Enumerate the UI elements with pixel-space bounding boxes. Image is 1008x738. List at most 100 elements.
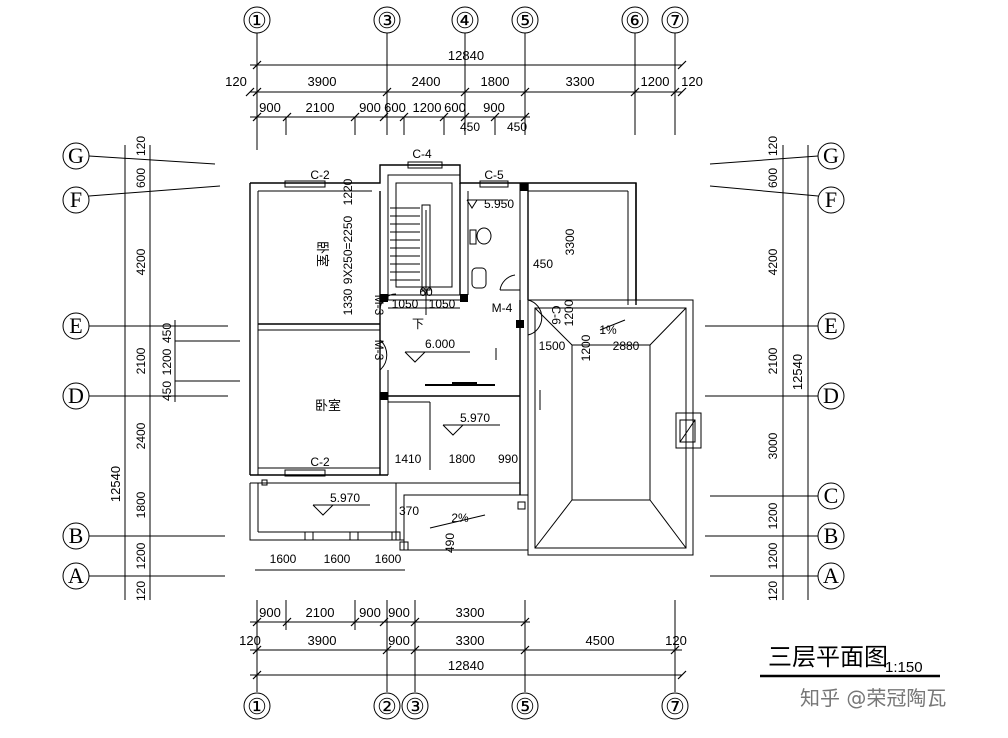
svg-text:3300: 3300 — [563, 228, 577, 255]
label-down: 下 — [412, 317, 424, 331]
axis-right-G: G — [823, 143, 839, 168]
dim-bot-r1-3: 900 — [388, 605, 410, 620]
svg-text:120: 120 — [134, 581, 148, 601]
dim-top-r3b-0: 450 — [460, 120, 480, 134]
elev-5970-a: 5.970 — [460, 411, 490, 425]
svg-text:450: 450 — [160, 323, 174, 343]
svg-text:60: 60 — [419, 285, 433, 299]
axis-right-C: C — [824, 483, 839, 508]
dim-top-total: 12840 — [448, 48, 484, 63]
axis-right-D: D — [823, 383, 839, 408]
elev-5950: 5.950 — [484, 197, 514, 211]
svg-text:2400: 2400 — [134, 422, 148, 449]
dim-top-r2-1: 3900 — [308, 74, 337, 89]
svg-text:490: 490 — [443, 533, 457, 553]
svg-text:1600: 1600 — [375, 552, 402, 566]
dim-bot-r2-3: 3300 — [456, 633, 485, 648]
axis-bot-2: ② — [377, 694, 397, 719]
svg-text:1200: 1200 — [160, 348, 174, 375]
left-axis: G F E D B A 12540 120 600 4200 2100 2400… — [62, 136, 240, 601]
svg-text:1200: 1200 — [766, 542, 780, 569]
dim-bot-r2-4: 4500 — [586, 633, 615, 648]
dim-top-r2-4: 3300 — [566, 74, 595, 89]
dim-top-r2-0: 120 — [225, 74, 247, 89]
svg-text:4200: 4200 — [134, 248, 148, 275]
axis-left-D: D — [68, 383, 84, 408]
title-block: 三层平面图 1:150 知乎 @荣冠陶瓦 — [760, 643, 946, 710]
dim-bot-r1-0: 900 — [259, 605, 281, 620]
axis-bot-3: ③ — [405, 694, 425, 719]
dim-bot-total: 12840 — [448, 658, 484, 673]
drawing-scale: 1:150 — [885, 659, 923, 676]
axis-left-A: A — [68, 563, 84, 588]
dim-top-r2-3: 1800 — [481, 74, 510, 89]
right-axis: G F E D C B A 12540 120 600 4200 2100 30… — [705, 136, 845, 601]
label-m3a: M-3 — [372, 295, 386, 316]
dim-top-r3-5: 600 — [444, 100, 466, 115]
svg-text:120: 120 — [766, 136, 780, 156]
dim-bot-r1-2: 900 — [359, 605, 381, 620]
dim-top-r3-4: 1200 — [413, 100, 442, 115]
svg-text:1410: 1410 — [395, 452, 422, 466]
dim-top-r3-1: 2100 — [306, 100, 335, 115]
svg-text:2880: 2880 — [613, 339, 640, 353]
svg-text:3000: 3000 — [766, 432, 780, 459]
dim-bot-r2-2: 900 — [388, 633, 410, 648]
svg-text:370: 370 — [399, 504, 419, 518]
svg-text:1600: 1600 — [270, 552, 297, 566]
dim-left-outer: 12540 — [108, 466, 123, 502]
svg-text:600: 600 — [134, 168, 148, 188]
slope-2pct: 2% — [451, 511, 469, 525]
dim-right-outer: 12540 — [790, 354, 805, 390]
svg-text:4200: 4200 — [766, 248, 780, 275]
elev-6000: 6.000 — [425, 337, 455, 351]
axis-left-B: B — [69, 523, 84, 548]
axis-right-E: E — [824, 313, 837, 338]
dim-top-r2-6: 120 — [681, 74, 703, 89]
top-axis-markers: ① ③ ④ ⑤ ⑥ ⑦ — [243, 6, 689, 150]
dim-top-r3b-1: 450 — [507, 120, 527, 134]
slope-1pct: 1% — [599, 323, 617, 337]
toilet-icon — [476, 227, 492, 245]
plan-labels: C-2 C-4 C-5 C-2 C-6 M-3 M-3 M-4 卧室 卧室 9X… — [255, 147, 640, 571]
svg-text:450: 450 — [160, 381, 174, 401]
svg-text:600: 600 — [766, 168, 780, 188]
dim-bot-r2-5: 120 — [665, 633, 687, 648]
label-c4: C-4 — [412, 147, 432, 161]
room-bedroom-1: 卧室 — [314, 241, 330, 267]
axis-top-6: ⑥ — [625, 8, 645, 33]
svg-text:450: 450 — [533, 257, 553, 271]
axis-top-1: ① — [247, 8, 267, 33]
label-c5: C-5 — [484, 168, 504, 182]
axis-right-B: B — [824, 523, 839, 548]
svg-text:1330: 1330 — [341, 288, 355, 315]
axis-top-7: ⑦ — [665, 8, 685, 33]
svg-text:120: 120 — [134, 136, 148, 156]
svg-text:1050: 1050 — [392, 297, 419, 311]
axis-top-3: ③ — [377, 8, 397, 33]
label-c6: C-6 — [549, 305, 563, 325]
axis-right-A: A — [823, 563, 839, 588]
svg-text:1600: 1600 — [324, 552, 351, 566]
svg-text:1200: 1200 — [766, 502, 780, 529]
svg-text:120: 120 — [766, 581, 780, 601]
axis-top-4: ④ — [455, 8, 475, 33]
svg-text:2100: 2100 — [766, 347, 780, 374]
dim-bot-r1-1: 2100 — [306, 605, 335, 620]
svg-text:1200: 1200 — [562, 299, 576, 326]
dim-top-r2-2: 2400 — [412, 74, 441, 89]
axis-left-F: F — [70, 187, 82, 212]
svg-text:990: 990 — [498, 452, 518, 466]
svg-text:1200: 1200 — [579, 334, 593, 361]
axis-bot-1: ① — [247, 694, 267, 719]
label-m3b: M-3 — [372, 340, 386, 361]
elevation-markers — [312, 199, 508, 516]
dim-top-r3-3: 600 — [384, 100, 406, 115]
label-c2-bottom: C-2 — [310, 455, 330, 469]
label-m4: M-4 — [492, 301, 513, 315]
axis-left-E: E — [69, 313, 82, 338]
svg-text:1220: 1220 — [341, 178, 355, 205]
dim-top-r3-2: 900 — [359, 100, 381, 115]
axis-bot-5: ⑤ — [515, 694, 535, 719]
